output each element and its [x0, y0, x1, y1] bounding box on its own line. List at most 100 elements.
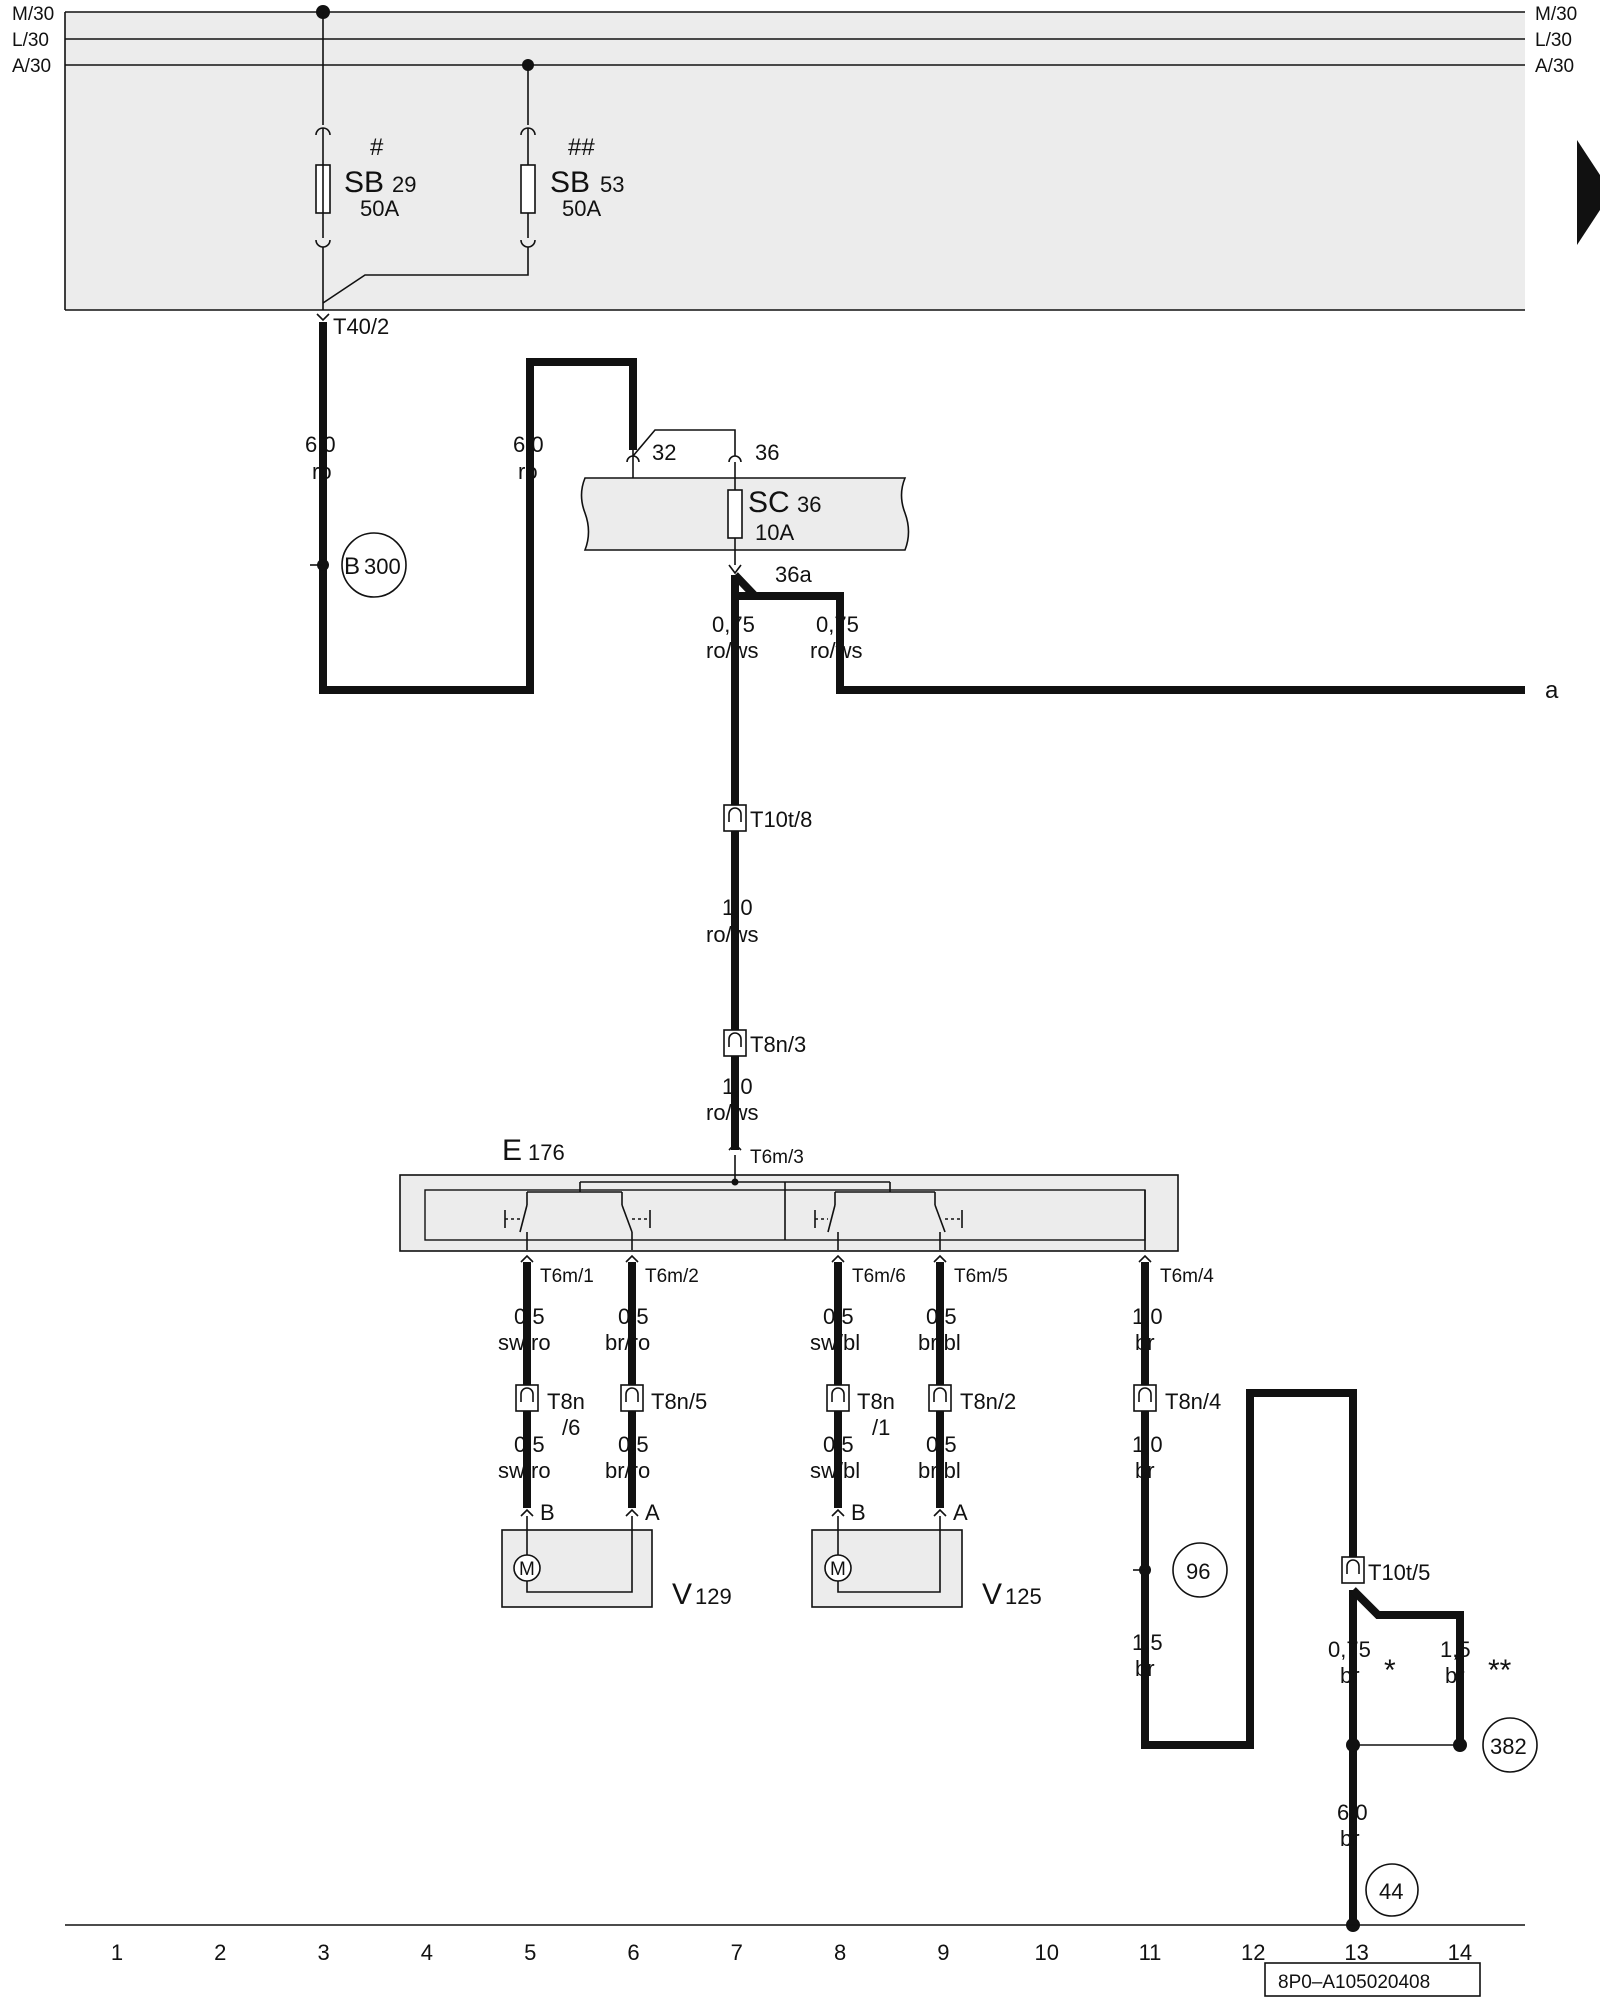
wire-label-color: br/ro	[605, 1458, 650, 1483]
grid-number: 12	[1241, 1940, 1265, 1965]
wire-label-color: br/bl	[918, 1330, 961, 1355]
connector-t6m-6-label: T6m/6	[852, 1266, 906, 1287]
continuation-arrow-icon	[1577, 140, 1600, 245]
wire-label-size: 0,5	[926, 1432, 957, 1457]
ground-point-96: 96	[1133, 1542, 1228, 1598]
rail-label-a30-right: A/30	[1535, 56, 1574, 77]
connector-t6m-5-label: T6m/5	[954, 1266, 1008, 1287]
component-e176-number: 176	[528, 1140, 565, 1165]
fuse-sb53: ## SB 53 50A	[322, 65, 624, 304]
t8n-connector-row	[515, 1384, 1157, 1412]
wire-label-size: 1,5	[1440, 1637, 1471, 1662]
connector-t6m-2-label: T6m/2	[645, 1266, 699, 1287]
motor-v129-terminal-b: B	[540, 1500, 555, 1525]
connector-t6m-1-label: T6m/1	[540, 1266, 594, 1287]
wire-label-color: sw/bl	[810, 1458, 860, 1483]
wire-label-color: sw/ro	[498, 1330, 551, 1355]
connector-t8n-4-label: T8n/4	[1165, 1389, 1221, 1414]
connector-t8n-3-label: T8n/3	[750, 1032, 806, 1057]
wire-label-size: 0,5	[514, 1432, 545, 1457]
connector-t6m-3-label: T6m/3	[750, 1147, 804, 1168]
wire-label-color: ro	[312, 459, 332, 484]
fuse-panel-background	[65, 12, 1525, 310]
doc-id-box	[1264, 1962, 1481, 1997]
ground-382-label: 382	[1490, 1734, 1527, 1759]
wire-label-color: br	[1340, 1663, 1360, 1688]
fuse-sc36-number: 36	[797, 492, 821, 517]
grid-number: 14	[1448, 1940, 1472, 1965]
ground-point-b300: B 300	[310, 532, 407, 598]
grid-number: 5	[524, 1940, 536, 1965]
wire-label-size: 0,75	[1328, 1637, 1371, 1662]
terminal-36a-label: 36a	[775, 562, 812, 587]
ground-b300-letter: B	[344, 553, 360, 580]
ground-44-label: 44	[1379, 1879, 1403, 1904]
motor-symbol-label: M	[519, 1559, 535, 1580]
wire-1-5-br-branch	[1350, 1587, 1464, 1745]
connector-t8n-3	[723, 1029, 747, 1057]
grid-number: 7	[731, 1940, 743, 1965]
wire-label-color: sw/bl	[810, 1330, 860, 1355]
connector-t10t-8	[723, 804, 747, 832]
connector-t8n-1-label: T8n	[857, 1389, 895, 1414]
rail-label-m30-left: M/30	[12, 4, 54, 25]
terminal-36-label: 36	[755, 440, 779, 465]
fuse-panel-sc: 32 36 SC 36 10A	[580, 429, 910, 575]
wire-label-size: 0,75	[816, 612, 859, 637]
continuation-label: a	[1545, 677, 1559, 704]
wire-label-color: sw/ro	[498, 1458, 551, 1483]
wire-label-size: 1,0	[1132, 1304, 1163, 1329]
fuse-sc36-name: SC	[748, 486, 790, 519]
grid-number: 13	[1344, 1940, 1368, 1965]
fuse-sb29-number: 29	[392, 172, 416, 197]
grid-number: 9	[937, 1940, 949, 1965]
grid-number: 4	[421, 1940, 433, 1965]
motor-v129: M V 129	[501, 1516, 732, 1611]
connector-t10t-5	[1341, 1556, 1365, 1584]
wire-label-size: 1,5	[1132, 1630, 1163, 1655]
wire-label-color: br	[1135, 1656, 1155, 1681]
fuse-sb29-name: SB	[344, 166, 384, 199]
ground-96-label: 96	[1186, 1559, 1210, 1584]
grid-number: 10	[1034, 1940, 1058, 1965]
motor-v129-terminal-a: A	[645, 1500, 660, 1525]
rail-label-m30-right: M/30	[1535, 4, 1577, 25]
connector-t40-2-label: T40/2	[333, 314, 389, 339]
motor-symbol-label: M	[830, 1559, 846, 1580]
grid-number: 3	[317, 1940, 329, 1965]
connector-arrows	[520, 1254, 1152, 1263]
ground-b300-number: 300	[364, 554, 401, 579]
motor-v125-terminal-b: B	[851, 1500, 866, 1525]
wire-label-color: ro	[518, 459, 538, 484]
wire-label-size: 0,5	[618, 1304, 649, 1329]
wire-label-size: 0,5	[926, 1304, 957, 1329]
motor-v125-terminal-a: A	[953, 1500, 968, 1525]
rail-label-l30-right: L/30	[1535, 30, 1572, 51]
wire-label-size: 6,0	[513, 432, 544, 457]
fuse-sb53-mark: ##	[568, 134, 595, 161]
ground-point-382: 382	[1482, 1717, 1538, 1773]
fuse-sb53-number: 53	[600, 172, 624, 197]
wire-label-size: 1,0	[1132, 1432, 1163, 1457]
motor-v125: M V 125	[811, 1516, 1042, 1611]
connector-t8n-5-label: T8n/5	[651, 1389, 707, 1414]
connector-t8n-6-label: T8n	[547, 1389, 585, 1414]
wire-label-size: 1,0	[722, 1074, 753, 1099]
component-v129-name: V	[672, 1578, 692, 1611]
fuse-sb29-rating: 50A	[360, 196, 399, 221]
component-v125-number: 125	[1005, 1584, 1042, 1609]
grid-number: 11	[1139, 1940, 1162, 1965]
rail-label-l30-left: L/30	[12, 30, 49, 51]
fuse-sb29-mark: #	[370, 134, 384, 161]
grid-number: 6	[627, 1940, 639, 1965]
grid-number: 8	[834, 1940, 846, 1965]
fuse-sc36-rating: 10A	[755, 520, 794, 545]
wire-label-color: br	[1135, 1458, 1155, 1483]
switch-e176: E 176	[399, 1134, 1179, 1252]
wire-label-size: 6,0	[305, 432, 336, 457]
grid-number: 2	[214, 1940, 226, 1965]
connector-t6m-4-label: T6m/4	[1160, 1266, 1214, 1287]
connector-t8n-1-suffix: /1	[872, 1415, 890, 1440]
